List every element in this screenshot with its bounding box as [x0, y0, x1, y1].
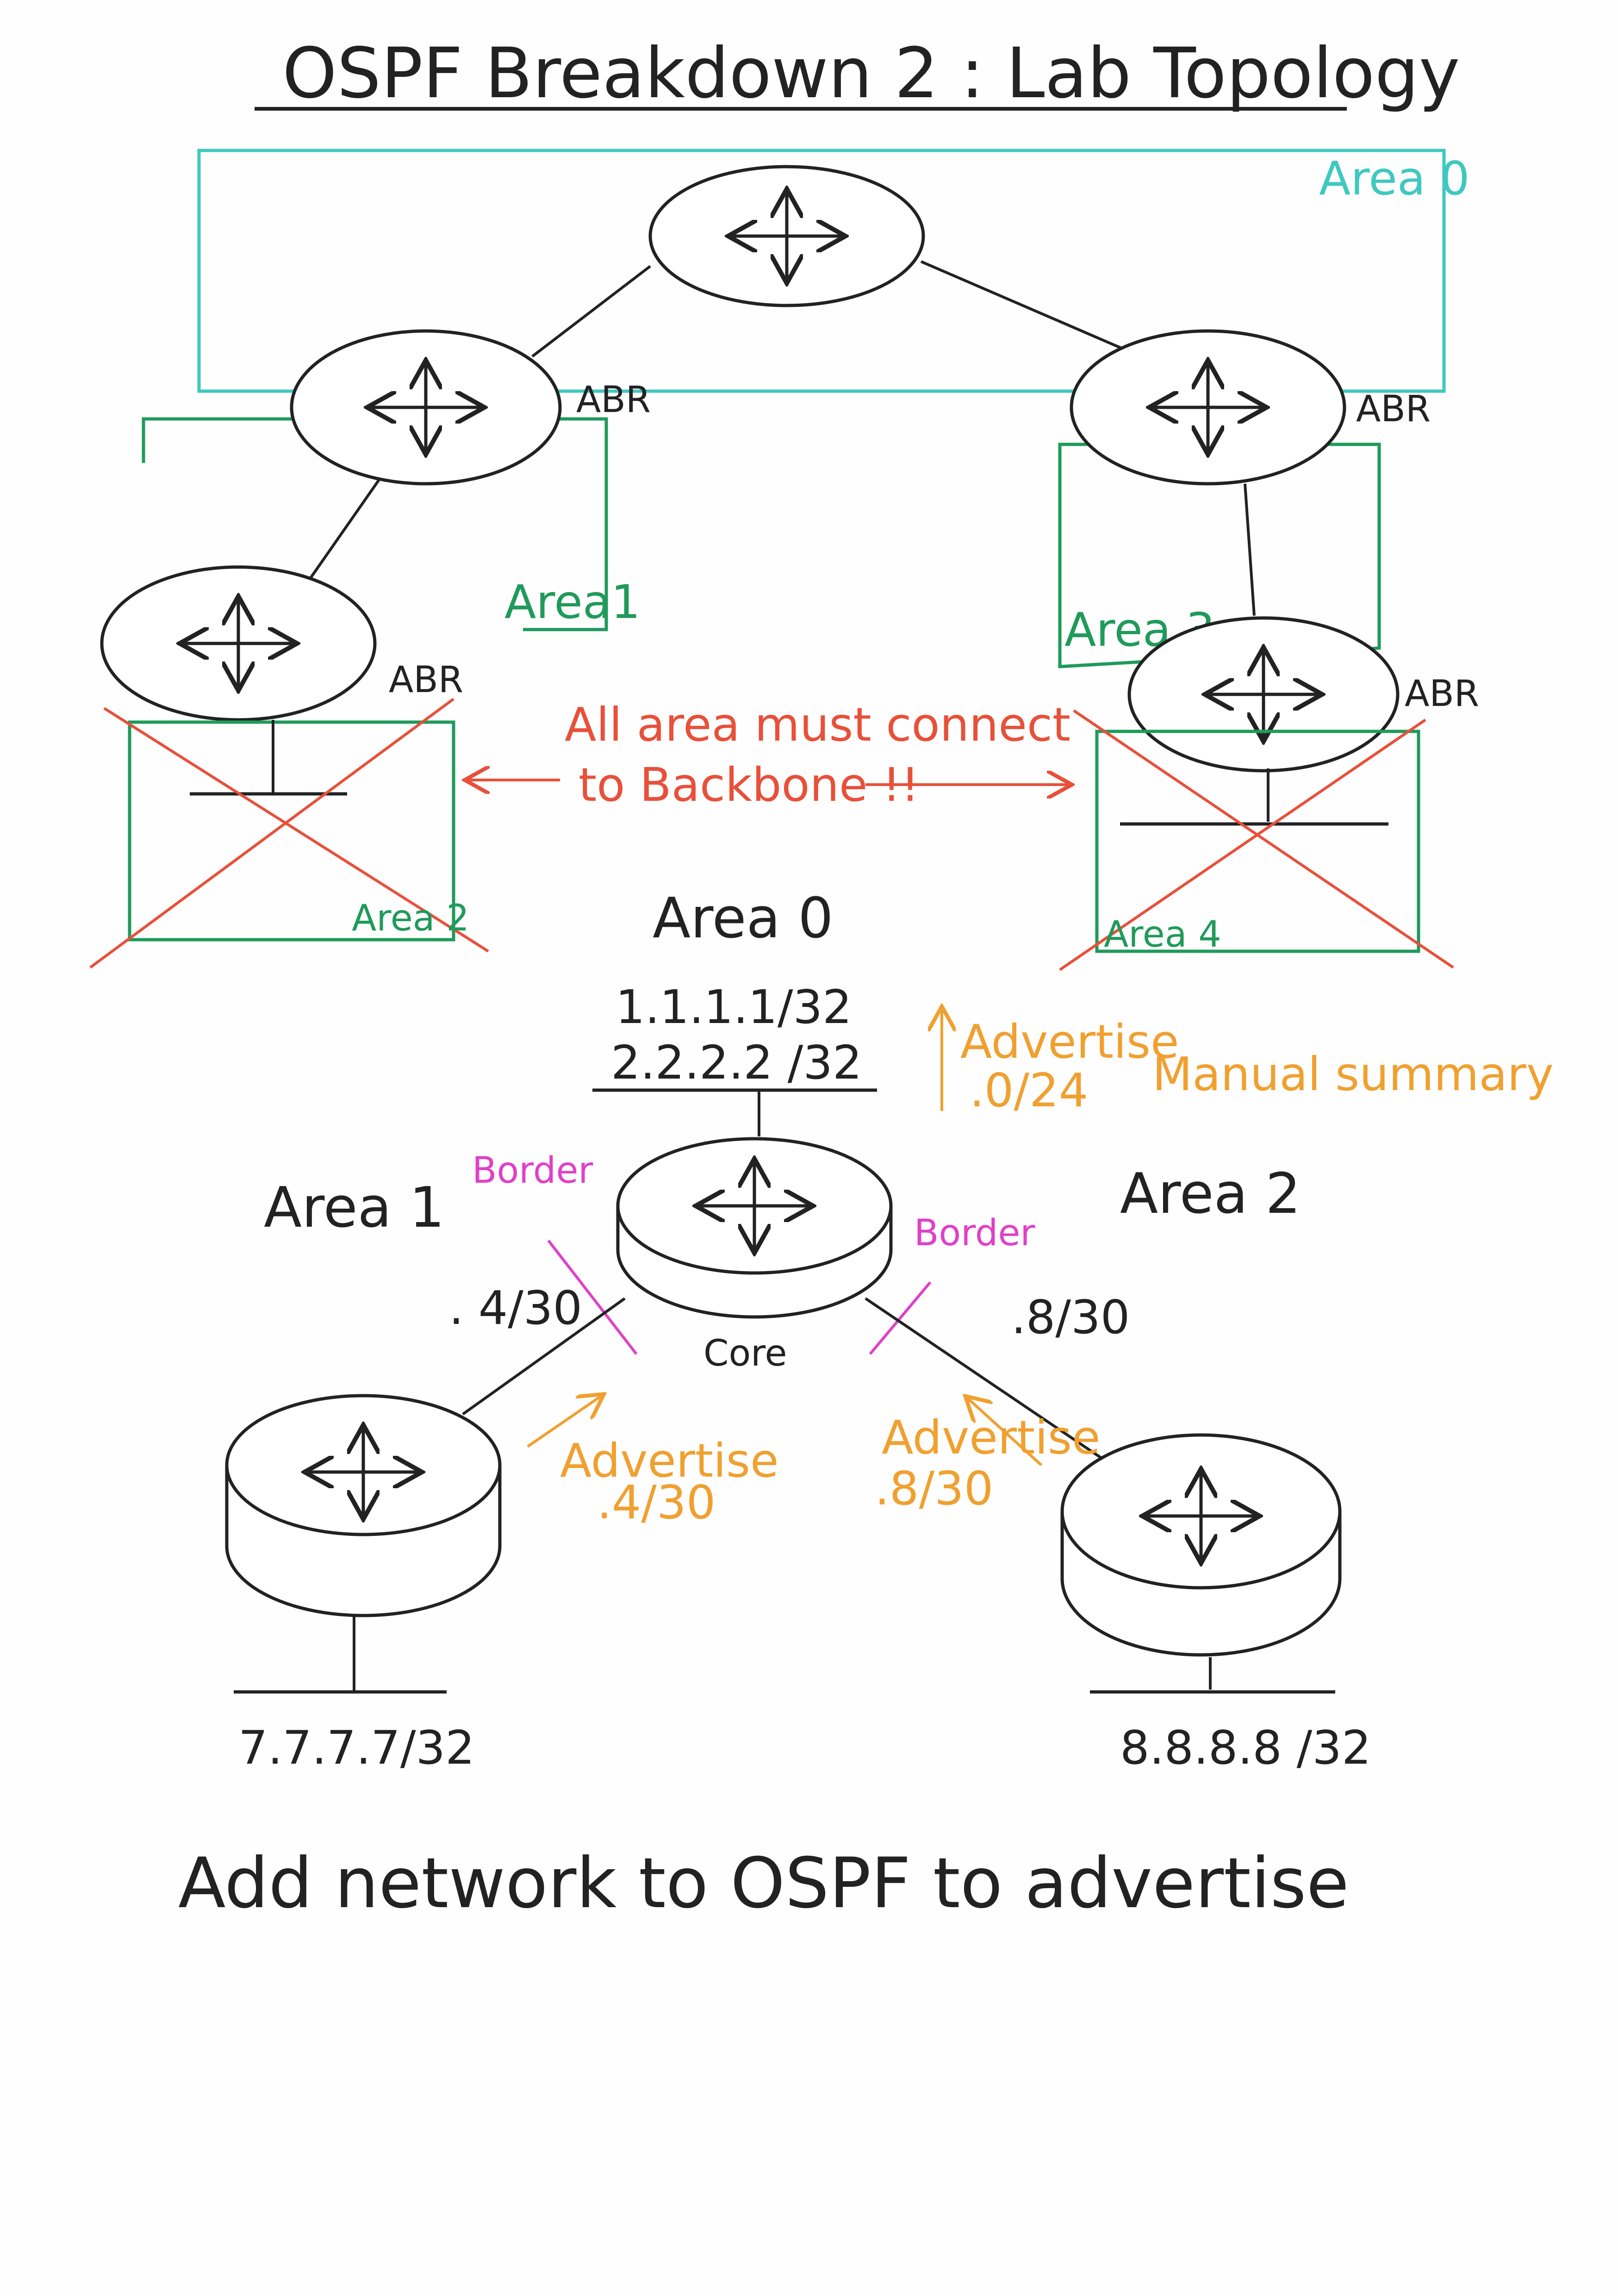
- bottom-area2-label: Area 2: [1120, 1162, 1301, 1226]
- area1-network-label: 7.7.7.7/32: [238, 1721, 475, 1775]
- abr-label-right-bottom: ABR: [1405, 673, 1479, 715]
- link-core-area2: [865, 1297, 1109, 1464]
- area2-boundary: [128, 720, 455, 942]
- area4-cross-a: [1059, 718, 1426, 971]
- area1-label: Area1: [504, 575, 641, 629]
- backbone-note-line1: All area must connect: [565, 698, 1070, 752]
- area2-cross-a: [89, 698, 454, 969]
- border-mark-left: [547, 1240, 638, 1355]
- advertise-left-label: Advertise: [560, 1434, 779, 1488]
- router-area1: [225, 1394, 502, 1617]
- link-abr1-abr2: [309, 478, 381, 580]
- core-network-1: 1.1.1.1/32: [616, 980, 852, 1034]
- area0-boundary: [197, 149, 1446, 393]
- router-abr-left-top: [290, 329, 562, 486]
- area3-boundary: [1058, 443, 1381, 668]
- area2-label: Area 2: [352, 898, 469, 939]
- area4-cross-b: [1073, 709, 1454, 969]
- advertise-right-label: Advertise: [882, 1410, 1101, 1465]
- border-mark-right: [869, 1281, 932, 1355]
- bottom-area0-label: Area 0: [653, 886, 834, 951]
- link-abr3-abr4: [1244, 483, 1256, 616]
- abr-label-left-bottom: ABR: [389, 659, 463, 701]
- router-abr-right-top: [1070, 329, 1346, 486]
- border-label-right: Border: [914, 1212, 1035, 1254]
- router-abr-right-bottom: [1127, 616, 1400, 773]
- router-area2: [1060, 1433, 1342, 1657]
- area1-boundary: [142, 417, 608, 631]
- link-core-area1: [462, 1297, 626, 1416]
- abr-label-right-top: ABR: [1356, 388, 1431, 430]
- link-right-subnet: .8/30: [1011, 1290, 1130, 1344]
- router-core: [616, 1137, 893, 1319]
- backbone-note-line2: to Backbone !!: [579, 758, 919, 812]
- bottom-area1-label: Area 1: [264, 1176, 445, 1240]
- link-core-abr-left: [531, 265, 651, 358]
- page-title: OSPF Breakdown 2 : Lab Topology: [282, 33, 1460, 114]
- advertise-left-arrow: [527, 1396, 602, 1448]
- area2-network-label: 8.8.8.8 /32: [1120, 1721, 1371, 1775]
- advertise-top-prefix: .0/24: [970, 1063, 1088, 1117]
- link-core-abr-right: [920, 260, 1126, 351]
- link-left-subnet: . 4/30: [449, 1281, 582, 1335]
- advertise-right-prefix: .8/30: [875, 1461, 993, 1516]
- area0-label: Area 0: [1319, 151, 1470, 206]
- advertise-top-label: Advertise: [960, 1015, 1179, 1069]
- area2-cross-b: [103, 707, 489, 953]
- advertise-right-arrow: [967, 1398, 1043, 1466]
- area4-label: Area 4: [1104, 914, 1221, 955]
- core-network-2: 2.2.2.2 /32: [611, 1036, 862, 1090]
- router-abr-left-bottom: [100, 565, 377, 722]
- manual-summary-label: Manual summary: [1152, 1047, 1554, 1101]
- advertise-left-prefix: .4/30: [597, 1475, 716, 1529]
- footer-note: Add network to OSPF to advertise: [178, 1843, 1349, 1924]
- border-label-left: Border: [472, 1150, 593, 1192]
- abr-label-left-top: ABR: [576, 379, 651, 421]
- core-label: Core: [703, 1333, 787, 1374]
- router-area0-top: [648, 165, 925, 307]
- area4-boundary: [1095, 730, 1420, 953]
